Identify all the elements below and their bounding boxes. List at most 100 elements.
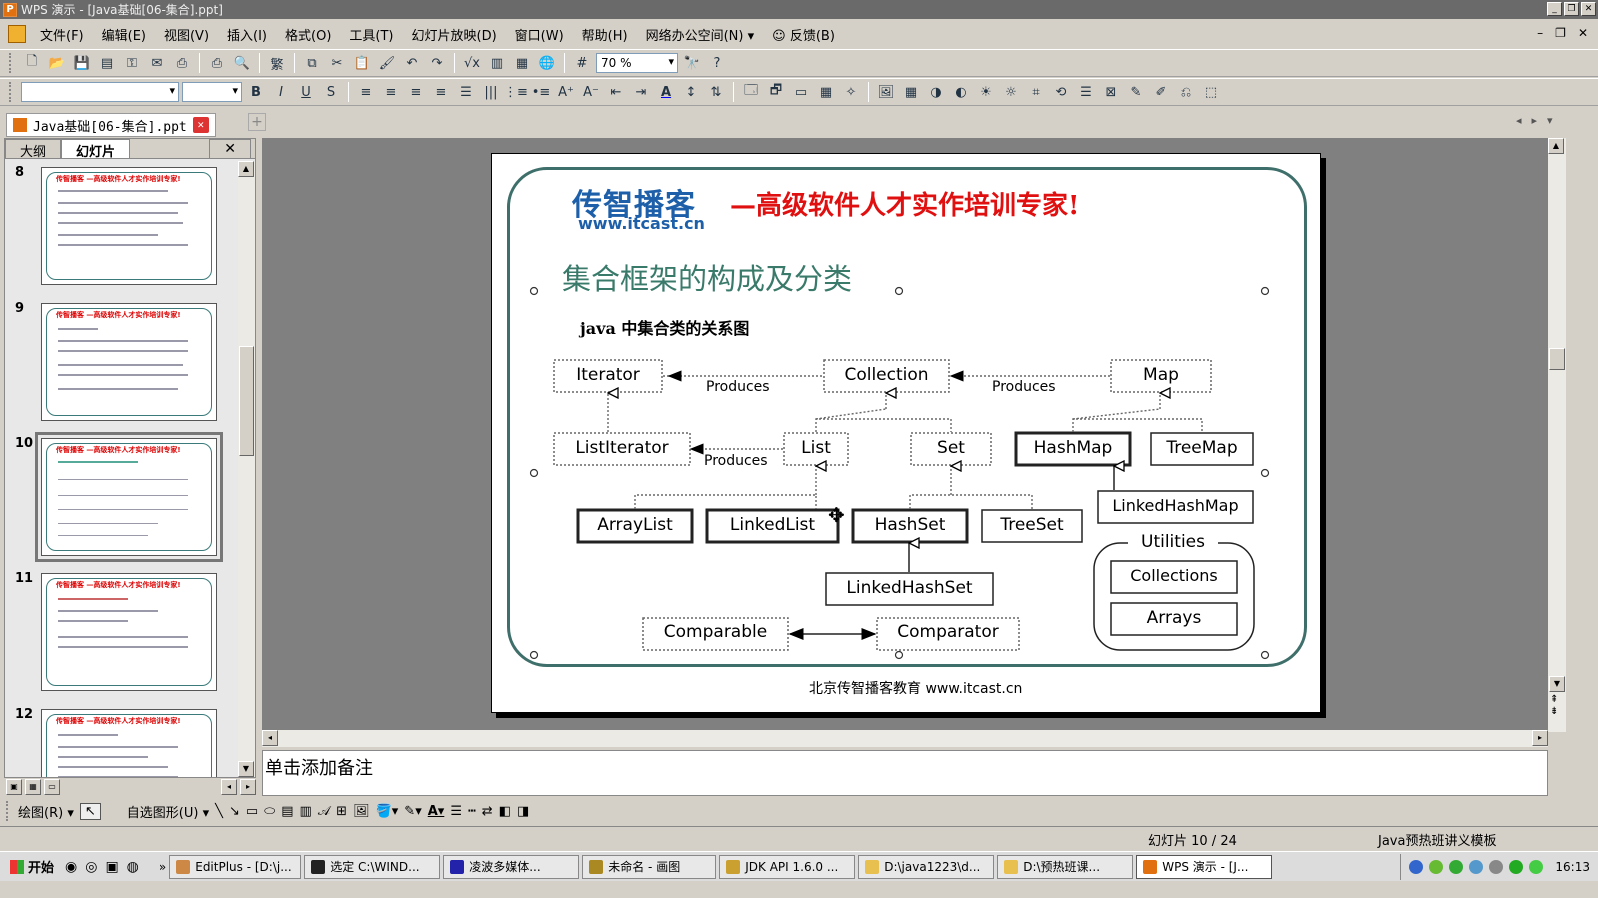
scroll-left-icon[interactable]: ◂: [221, 779, 237, 795]
numbering-icon[interactable]: ⋮≡: [504, 84, 528, 100]
set-transparent-icon[interactable]: ✐: [1155, 84, 1167, 100]
arrow-style-icon[interactable]: ⇄: [481, 803, 493, 819]
permission-icon[interactable]: ⚿: [127, 55, 137, 71]
menu-view[interactable]: 视图(V): [163, 28, 210, 44]
contrast-down-icon[interactable]: ◐: [955, 84, 967, 100]
align-center-icon[interactable]: ≡: [385, 84, 397, 100]
copy-icon[interactable]: ⧉: [307, 55, 317, 71]
help-icon[interactable]: ?: [713, 55, 721, 71]
bullets-icon[interactable]: •≡: [531, 84, 551, 100]
menu-file[interactable]: 文件(F): [40, 28, 84, 44]
format-painter-icon[interactable]: 🖌: [378, 55, 396, 71]
export-pdf-icon[interactable]: ⎙: [176, 55, 188, 71]
task-editplus[interactable]: EditPlus - [D:\j...: [169, 854, 302, 879]
scroll-up-icon[interactable]: ▲: [1548, 138, 1564, 154]
animation-icon[interactable]: ✧: [845, 84, 857, 100]
save-icon[interactable]: 💾: [73, 55, 91, 71]
draw-menu[interactable]: 绘图(R) ▾: [18, 805, 74, 821]
notes-pane[interactable]: 单击添加备注: [262, 750, 1548, 796]
align-right-icon[interactable]: ≡: [410, 84, 422, 100]
scroll-thumb[interactable]: [239, 346, 254, 456]
doc-restore-button[interactable]: ❐: [1555, 26, 1566, 40]
table-icon[interactable]: ▦: [515, 55, 529, 71]
scroll-thumb[interactable]: [1549, 348, 1565, 370]
select-pointer-icon[interactable]: ↖: [79, 802, 101, 820]
compress-icon[interactable]: ⊠: [1105, 84, 1117, 100]
task-multimedia[interactable]: 凌波多媒体...: [443, 854, 580, 879]
new-tab-icon[interactable]: +: [248, 113, 266, 131]
selection-handles[interactable]: [529, 286, 1270, 660]
close-tab-icon[interactable]: ✕: [192, 117, 209, 133]
close-button[interactable]: ✕: [1581, 2, 1596, 16]
underline-icon[interactable]: U: [301, 84, 311, 100]
open-icon[interactable]: 📂: [48, 55, 66, 71]
font-color-draw-icon[interactable]: A▾: [427, 803, 445, 819]
traditional-chinese-icon[interactable]: 繁: [270, 57, 284, 73]
paragraph-spacing-icon[interactable]: ⇅: [710, 84, 722, 100]
brightness-down-icon[interactable]: ☼: [1005, 84, 1017, 100]
arrow-icon[interactable]: ↘: [228, 803, 240, 819]
scroll-up-icon[interactable]: ▲: [238, 161, 254, 177]
font-size-combo[interactable]: [182, 82, 242, 102]
document-tab[interactable]: Java基础[06-集合].ppt ✕: [6, 113, 216, 137]
chart-icon[interactable]: ▥: [490, 55, 504, 71]
task-cmd[interactable]: 选定 C:\WIND...: [304, 854, 441, 879]
rotate-icon[interactable]: ⟲: [1055, 84, 1067, 100]
slide-thumbnail[interactable]: 传智播客 —高级软件人才实作培训专家!: [41, 303, 217, 421]
scroll-left-icon[interactable]: ◂: [262, 730, 278, 746]
panel-scrollbar[interactable]: ▲ ▼: [238, 161, 255, 777]
scroll-down-icon[interactable]: ▼: [1549, 676, 1565, 692]
tray-icon[interactable]: [1409, 860, 1424, 874]
new-slide-icon[interactable]: 🗔: [743, 83, 759, 98]
scroll-right-icon[interactable]: ▸: [240, 779, 256, 795]
italic-icon[interactable]: I: [279, 84, 283, 100]
toolbar-grip[interactable]: [9, 53, 15, 73]
indent-less-icon[interactable]: ⇤: [610, 84, 622, 100]
clock[interactable]: 16:13: [1555, 860, 1590, 874]
crop-icon[interactable]: ⌗: [1032, 84, 1040, 100]
shadow-style-icon[interactable]: ◧: [498, 803, 511, 819]
align-left-icon[interactable]: ≡: [360, 84, 372, 100]
3d-style-icon[interactable]: ◨: [517, 803, 530, 819]
rectangle-icon[interactable]: ▭: [245, 803, 259, 819]
quick-launch-more-icon[interactable]: »: [158, 859, 167, 874]
panel-close-icon[interactable]: ✕: [209, 139, 251, 158]
distribute-icon[interactable]: ☰: [460, 84, 472, 100]
vertical-textbox-icon[interactable]: ▥: [299, 803, 312, 819]
slide-thumbnail[interactable]: 传智播客 —高级软件人才实作培训专家!: [41, 167, 217, 285]
scroll-right-icon[interactable]: ▸: [1532, 730, 1548, 746]
contrast-up-icon[interactable]: ◑: [930, 84, 942, 100]
zoom-combo[interactable]: 70 %: [596, 53, 678, 73]
insert-table-icon[interactable]: ▦: [819, 84, 833, 100]
reset-picture-icon[interactable]: ⎌: [1180, 84, 1192, 100]
toolbar-grip[interactable]: [9, 82, 15, 102]
line-spacing-icon[interactable]: ↕: [685, 84, 697, 100]
normal-view-icon[interactable]: ▣: [6, 779, 22, 795]
slide-thumbnail[interactable]: 传智播客 —高级软件人才实作培训专家!: [41, 573, 217, 691]
formula-icon[interactable]: √x: [464, 55, 480, 71]
shield-icon[interactable]: [1509, 860, 1524, 874]
tray-icon[interactable]: [1469, 860, 1484, 874]
tab-slides[interactable]: 幻灯片: [61, 139, 131, 160]
line-style-icon[interactable]: ☰: [1080, 84, 1092, 100]
tray-icon[interactable]: [1449, 860, 1464, 874]
grid-icon[interactable]: #: [576, 55, 588, 71]
redo-icon[interactable]: ↷: [431, 55, 443, 71]
doc-close-button[interactable]: ✕: [1577, 26, 1588, 40]
start-button[interactable]: 开始: [2, 855, 62, 879]
menu-edit[interactable]: 编辑(E): [101, 28, 146, 44]
task-wps[interactable]: WPS 演示 - [J...: [1136, 854, 1273, 879]
columns-icon[interactable]: |||: [484, 84, 498, 100]
slide-thumbnail-selected[interactable]: 传智播客 —高级软件人才实作培训专家!: [35, 432, 223, 562]
tray-icon[interactable]: [1429, 860, 1444, 874]
layout-icon[interactable]: ▭: [794, 84, 808, 100]
indent-more-icon[interactable]: ⇥: [635, 84, 647, 100]
fill-color-icon[interactable]: 🪣▾: [375, 803, 399, 819]
increase-font-icon[interactable]: A⁺: [558, 84, 574, 100]
justify-icon[interactable]: ≡: [435, 84, 447, 100]
canvas-horizontal-scrollbar[interactable]: ◂ ▸: [262, 730, 1548, 747]
font-name-combo[interactable]: [21, 82, 179, 102]
send-mail-icon[interactable]: ✉: [151, 55, 163, 71]
task-folder-course[interactable]: D:\预热班课...: [997, 854, 1134, 879]
diagram-icon[interactable]: ⊞: [336, 803, 348, 819]
